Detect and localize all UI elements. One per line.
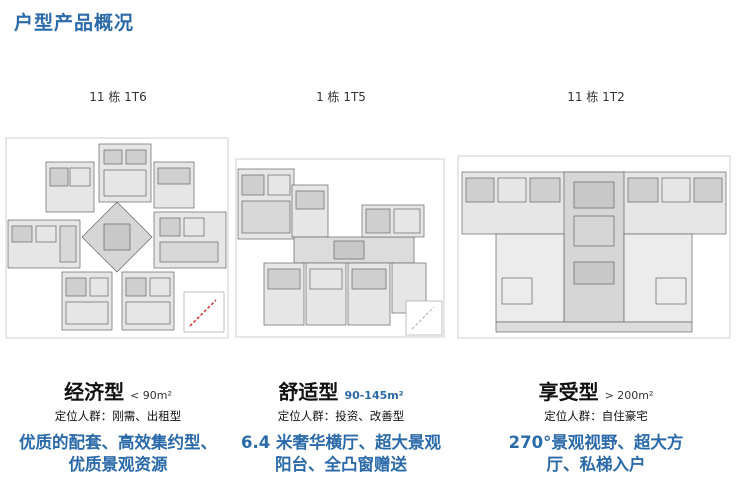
feature-line: 6.4 米奢华横厅、超大景观: [241, 433, 441, 452]
unit-type-heading: 舒适型 90-145m²: [232, 376, 450, 405]
floor-plan-drawing: [5, 137, 229, 339]
building-label: 1 栋 1T5: [316, 90, 366, 104]
building-label: 11 栋 1T6: [89, 90, 147, 104]
feature-line: 阳台、全凸窗赠送: [275, 455, 407, 474]
unit-type-column-economy: 11 栋 1T6: [0, 0, 236, 478]
floor-plan-drawing: [235, 158, 445, 338]
building-label: 11 栋 1T2: [567, 90, 625, 104]
unit-area-range: < 90m²: [130, 389, 172, 402]
feature-line: 优质的配套、高效集约型、: [19, 433, 217, 452]
target-audience: 定位人群：刚需、出租型: [54, 409, 182, 423]
page-title: 户型产品概况: [14, 12, 135, 34]
unit-type-name: 享受型: [538, 380, 599, 404]
target-audience: 定位人群：投资、改善型: [277, 409, 405, 423]
feature-line: 270°景观视野、超大方: [508, 433, 684, 452]
feature-line: 厅、私梯入户: [546, 455, 646, 474]
feature-description: 6.4 米奢华横厅、超大景观 阳台、全凸窗赠送: [232, 432, 450, 476]
floor-plan-1t2: [456, 152, 732, 342]
unit-type-heading: 享受型 > 200m²: [452, 376, 740, 405]
feature-description: 优质的配套、高效集约型、 优质景观资源: [0, 432, 236, 476]
unit-type-name: 经济型: [64, 380, 125, 404]
floor-plan-drawing: [457, 155, 731, 339]
feature-line: 优质景观资源: [68, 455, 168, 474]
unit-type-column-comfort: 1 栋 1T5: [232, 0, 450, 478]
feature-description: 270°景观视野、超大方 厅、私梯入户: [452, 432, 740, 476]
unit-area-range: > 200m²: [604, 389, 654, 402]
unit-area-range: 90-145m²: [344, 389, 404, 402]
target-audience: 定位人群：自住豪宅: [544, 409, 648, 423]
floor-plan-1t5: [234, 155, 446, 340]
unit-type-heading: 经济型 < 90m²: [0, 376, 236, 405]
unit-type-name: 舒适型: [278, 380, 339, 404]
floor-plan-1t6: [4, 132, 230, 342]
unit-type-column-luxury: 11 栋 1T2: [452, 0, 740, 478]
